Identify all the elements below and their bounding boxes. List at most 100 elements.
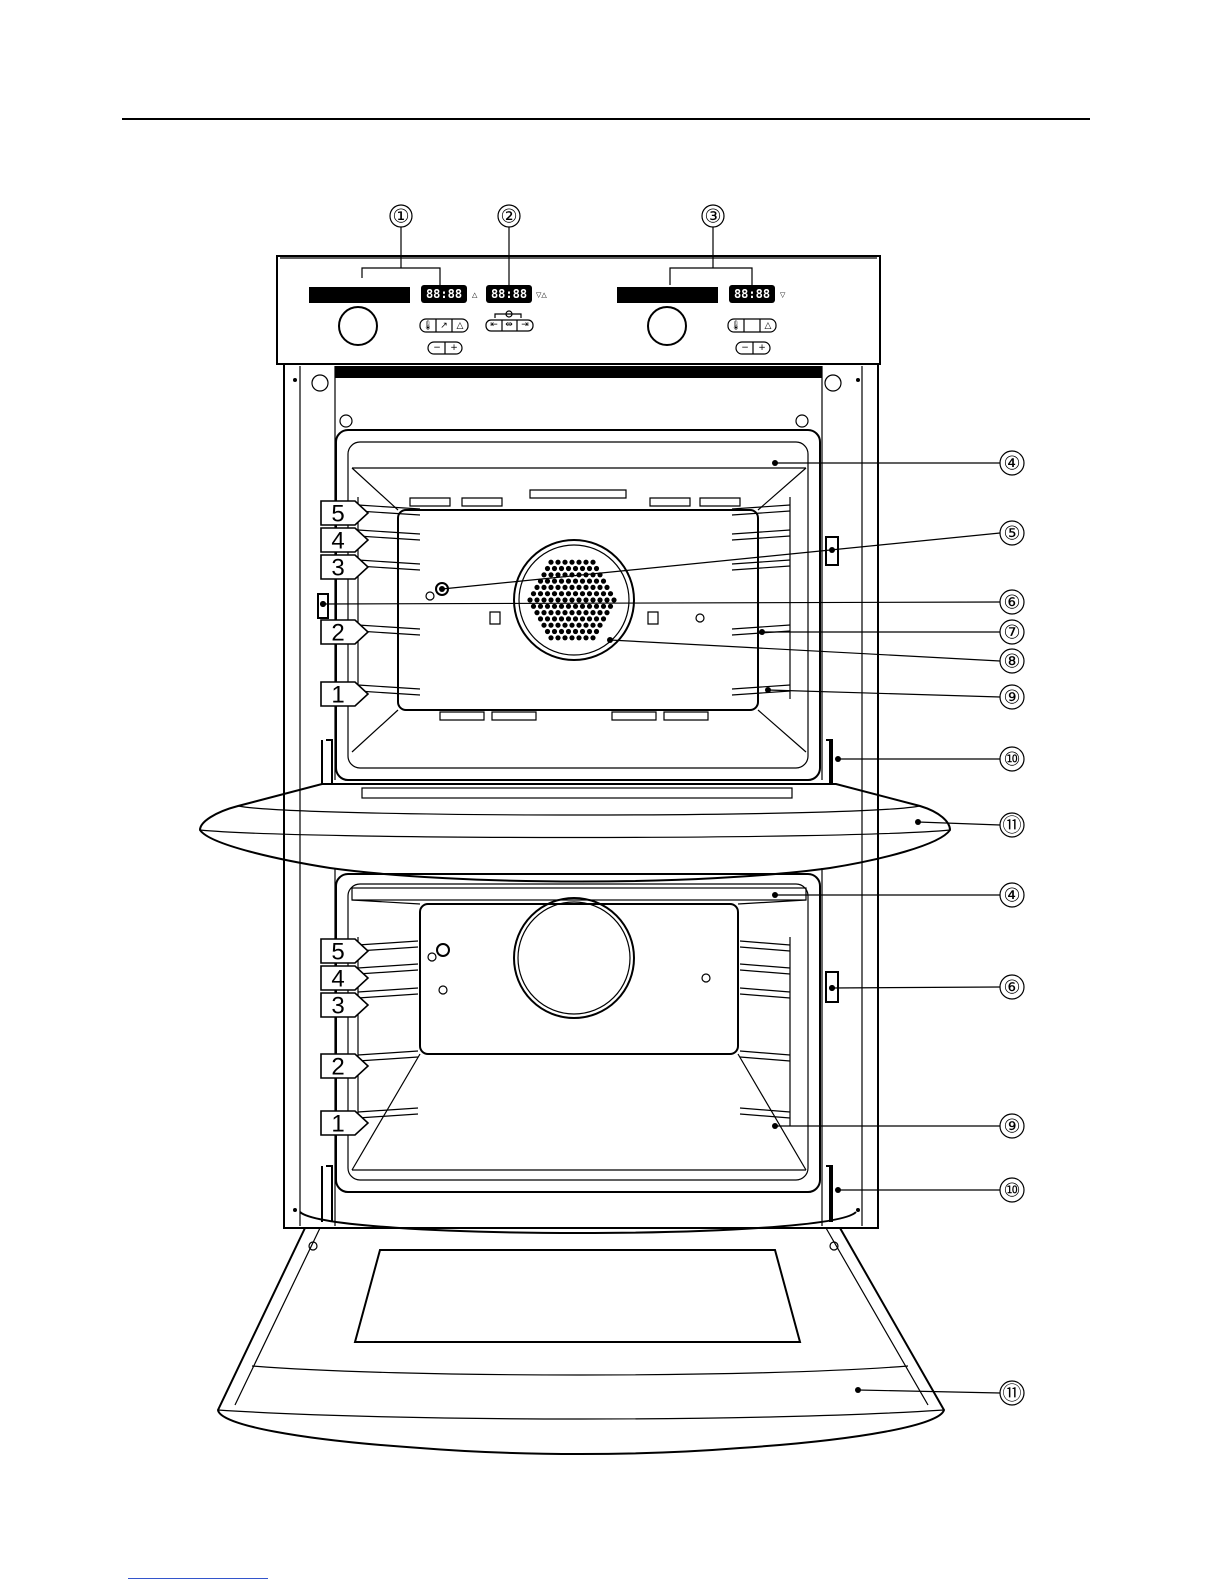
callout-anchor-dot — [765, 687, 771, 693]
fan-grille-hole — [576, 623, 581, 628]
fan-grille-hole — [583, 635, 588, 640]
fan-grille-hole — [594, 604, 599, 609]
fan-grille-hole — [573, 579, 578, 584]
fan-grille-hole — [590, 597, 595, 602]
fan-grille-hole — [562, 635, 567, 640]
right-function-buttons[interactable]: 🌡 △ — [728, 319, 776, 332]
svg-text:+: + — [758, 343, 766, 353]
shelf-level-number: 2 — [331, 620, 344, 647]
callout-leader — [323, 602, 1000, 604]
fan-grille-hole — [548, 572, 553, 577]
callout-anchor-dot — [439, 586, 445, 592]
oven-frame — [284, 364, 878, 1228]
fan-grille-hole — [555, 635, 560, 640]
fan-grille-hole — [576, 585, 581, 590]
fan-grille-hole — [569, 610, 574, 615]
svg-text:−: − — [741, 343, 749, 353]
svg-text:↗: ↗ — [440, 321, 448, 331]
fan-grille-hole — [566, 579, 571, 584]
right-minus-plus-buttons[interactable]: − + — [736, 342, 770, 354]
callout-number: ④ — [1003, 454, 1020, 475]
fan-grille-hole — [576, 560, 581, 565]
fan-grille-hole — [587, 579, 592, 584]
fan-grille-hole — [531, 591, 536, 596]
timer-buttons[interactable]: ⇤ ⇹ ⇥ — [486, 311, 533, 331]
upper-oven-door[interactable] — [200, 784, 950, 882]
fan-grille-hole — [552, 629, 557, 634]
callout-leader — [442, 533, 1000, 589]
fan-grille-hole — [566, 629, 571, 634]
right-selector-knob[interactable] — [648, 307, 686, 345]
fan-grille-hole — [587, 616, 592, 621]
fan-grille-hole — [548, 585, 553, 590]
callout-anchor-dot — [835, 1187, 841, 1193]
fan-grille-hole — [573, 604, 578, 609]
callout-number: ⑦ — [1003, 623, 1020, 644]
callout-anchor-dot — [320, 601, 326, 607]
left-selector-knob[interactable] — [339, 307, 377, 345]
shelf-runner — [358, 1108, 418, 1118]
fan-grille-hole — [559, 604, 564, 609]
callout-anchor-dot — [607, 637, 613, 643]
fan-grille-hole — [545, 616, 550, 621]
fan-grille-hole — [569, 623, 574, 628]
left-minus-plus-buttons[interactable]: − + — [428, 342, 462, 354]
fan-grille-hole — [548, 560, 553, 565]
center-display-text: 88:88 — [491, 287, 527, 301]
fan-grille-hole — [562, 597, 567, 602]
upper-oven-cavity — [318, 430, 838, 784]
fan-grille-hole — [590, 572, 595, 577]
fan-grille-hole — [580, 591, 585, 596]
callout-number: ⑨ — [1003, 688, 1020, 709]
fan-grille-hole — [548, 635, 553, 640]
svg-text:⇥: ⇥ — [521, 320, 529, 330]
fan-grille-hole — [583, 623, 588, 628]
lower-right-hinge — [826, 1166, 832, 1222]
fan-grille-hole — [597, 597, 602, 602]
shelf-level-number: 5 — [331, 939, 344, 966]
fan-grille-hole — [559, 616, 564, 621]
callout-leader — [610, 640, 1000, 661]
fan-grille-hole — [604, 597, 609, 602]
svg-text:△: △ — [457, 321, 464, 331]
svg-text:−: − — [433, 343, 441, 353]
fan-grille-hole — [590, 560, 595, 565]
fan-grille-hole — [573, 629, 578, 634]
shelf-runner — [732, 560, 790, 570]
callout-anchor-dot — [772, 892, 778, 898]
callout-number: ⑤ — [1003, 524, 1020, 545]
fan-grille-hole — [580, 566, 585, 571]
svg-text:🌡: 🌡 — [422, 320, 433, 331]
upper-left-shelf-runners — [358, 497, 420, 699]
left-function-buttons[interactable]: 🌡 ↗ △ — [420, 319, 468, 332]
shelf-runner — [740, 964, 790, 974]
fan-grille-hole — [583, 585, 588, 590]
callout-number: ⑨ — [1003, 1117, 1020, 1138]
fan-grille-hole — [587, 591, 592, 596]
shelf-runner — [740, 988, 790, 998]
fan-grille-hole — [580, 579, 585, 584]
shelf-runner — [740, 1051, 790, 1061]
fan-grille-hole — [590, 623, 595, 628]
fan-grille-hole — [534, 610, 539, 615]
fan-grille-hole — [541, 610, 546, 615]
fan-grille-hole — [576, 635, 581, 640]
fan-grille-hole — [552, 604, 557, 609]
callout-number: ⑥ — [1003, 978, 1020, 999]
svg-text:+: + — [450, 343, 458, 353]
callout-1: ① — [392, 207, 409, 228]
upper-right-shelf-runners — [732, 497, 790, 699]
lower-oven-door[interactable] — [218, 1212, 944, 1454]
fan-grille-hole — [555, 585, 560, 590]
footer-link-underline[interactable] — [128, 1578, 268, 1579]
shelf-level-number: 3 — [331, 993, 344, 1020]
svg-text:△: △ — [765, 321, 772, 331]
fan-grille-hole — [583, 610, 588, 615]
fan-grille-hole — [569, 597, 574, 602]
fan-grille-hole — [587, 629, 592, 634]
fan-grille-hole — [590, 610, 595, 615]
shelf-level-number: 2 — [331, 1054, 344, 1081]
fan-grille-hole — [562, 623, 567, 628]
fan-grille-hole — [527, 597, 532, 602]
fan-grille-hole — [590, 585, 595, 590]
